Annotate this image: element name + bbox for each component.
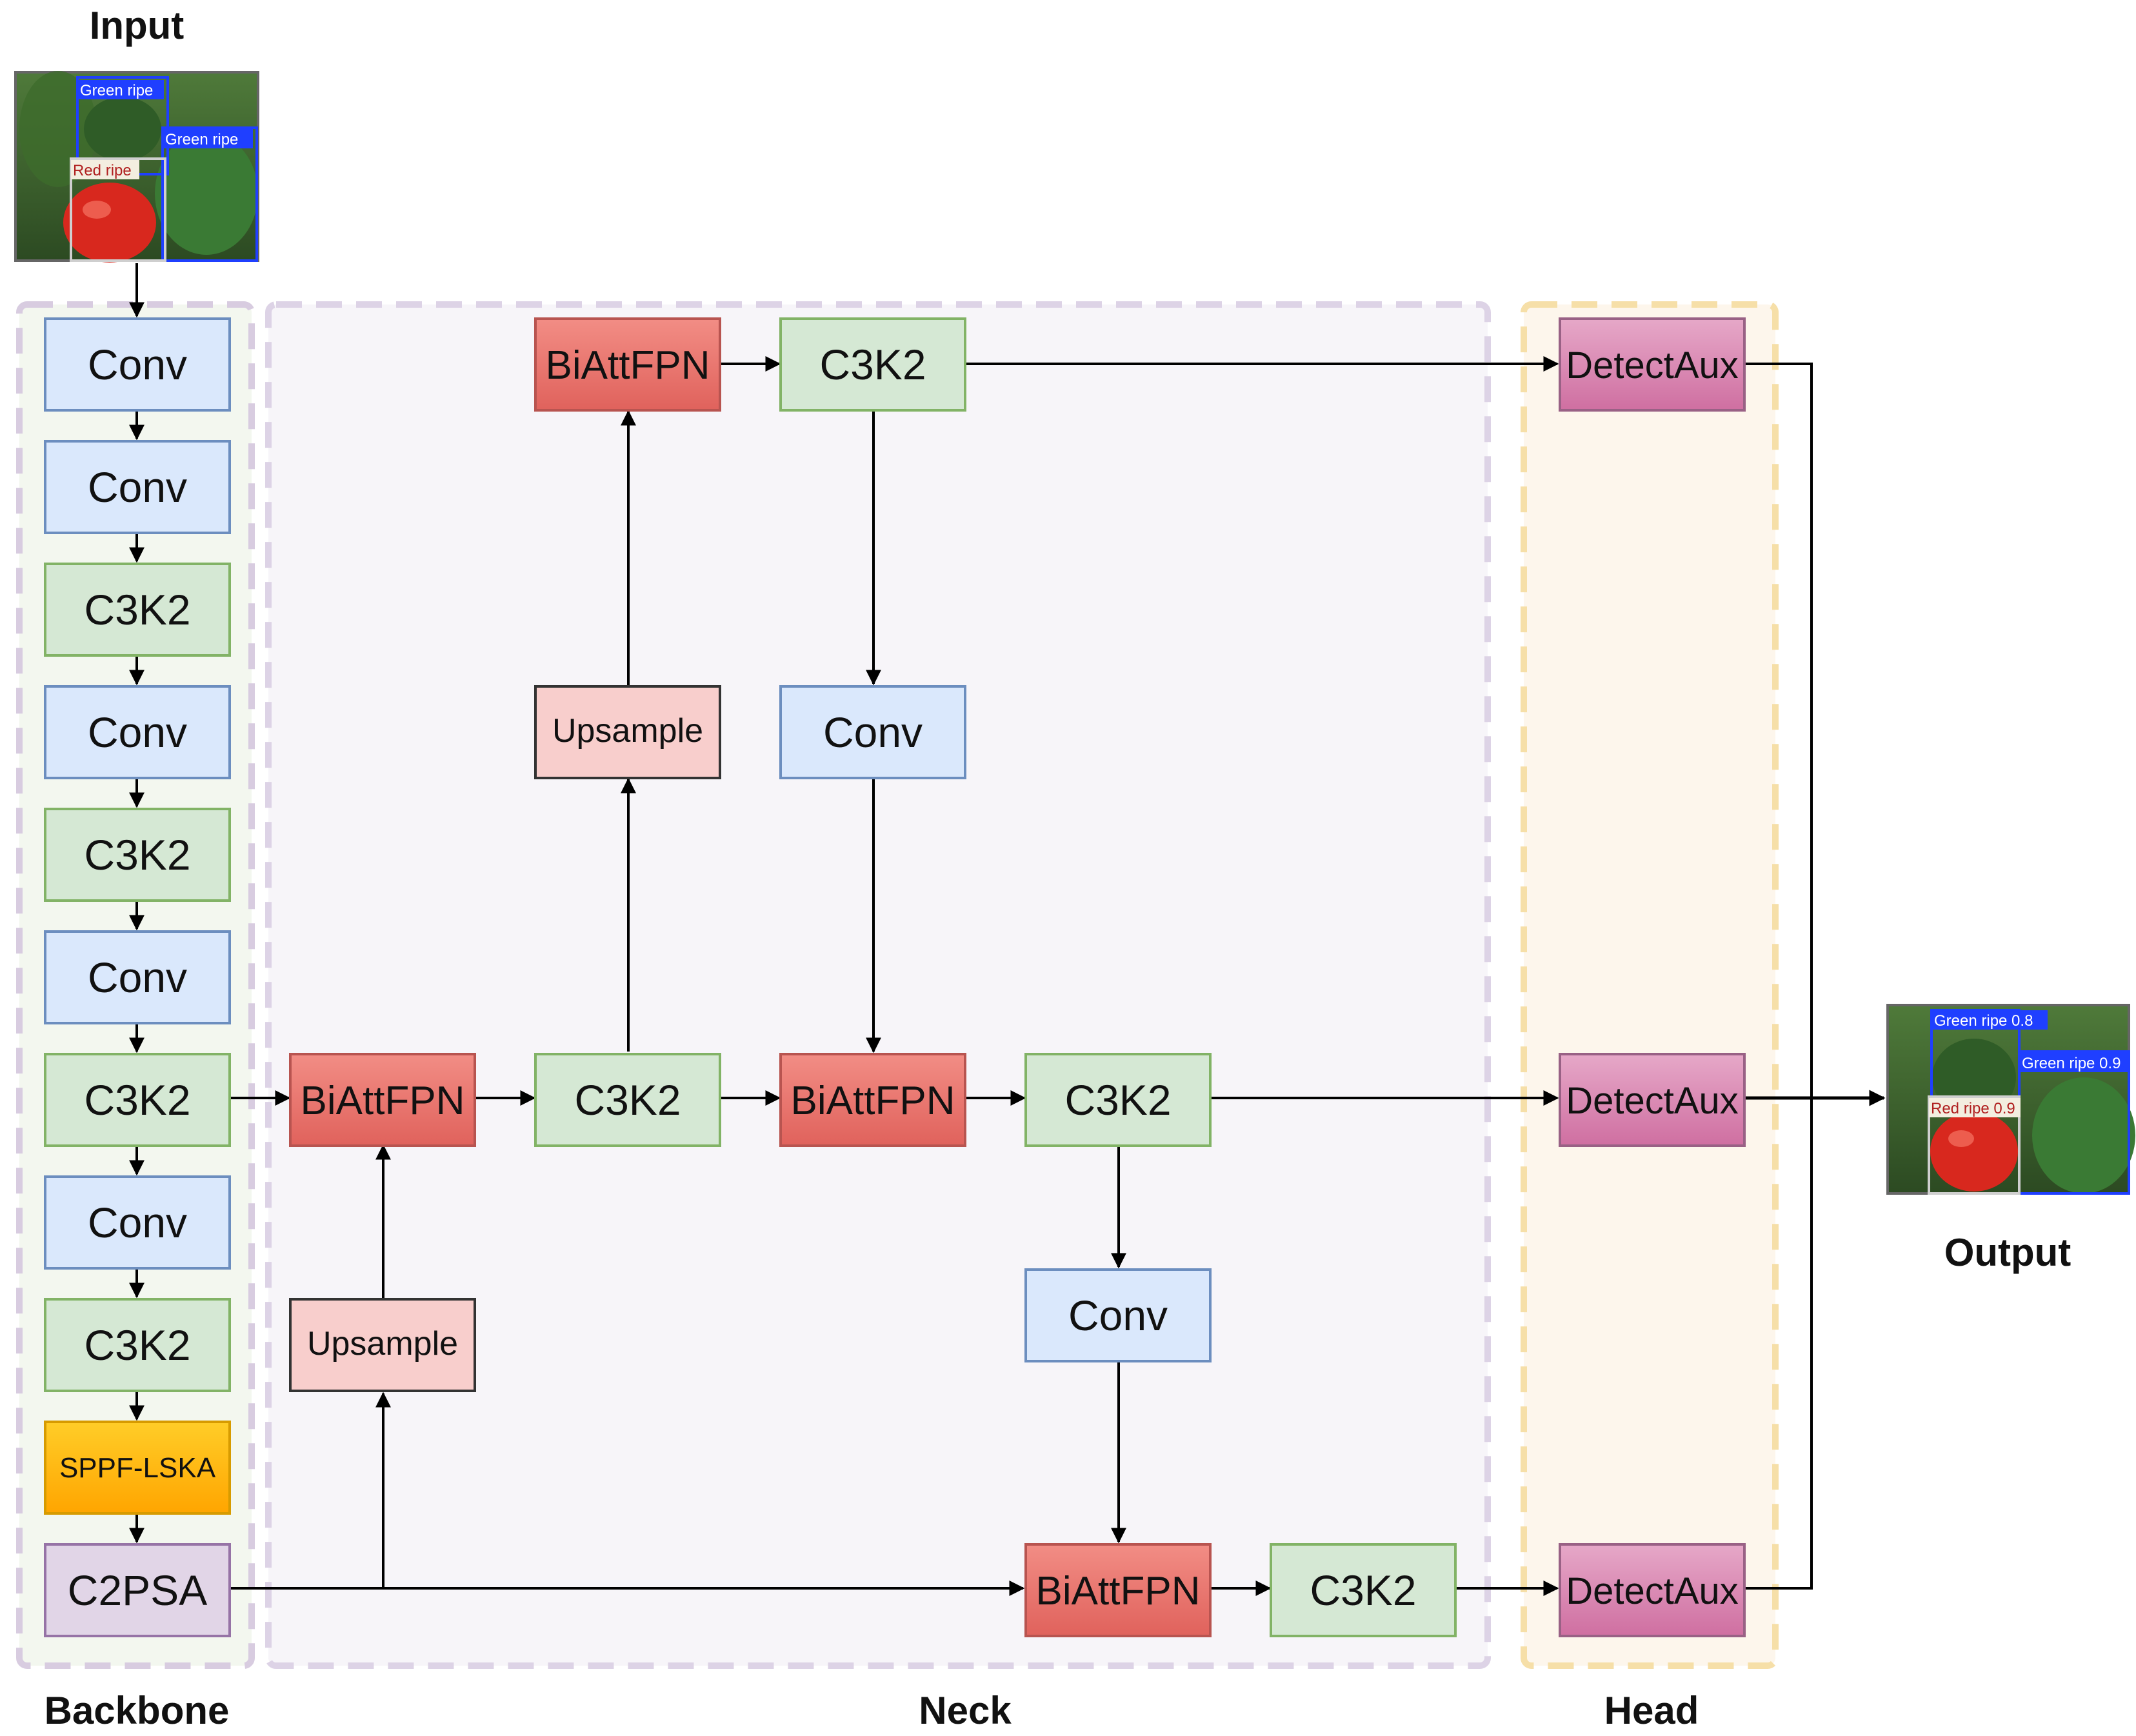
svg-text:C3K2: C3K2 — [1310, 1566, 1416, 1614]
svg-text:Conv: Conv — [88, 463, 187, 511]
svg-text:DetectAux: DetectAux — [1566, 1570, 1739, 1612]
backbone-c3k2-2: C3K2 — [44, 808, 231, 902]
svg-text:Conv: Conv — [88, 708, 187, 756]
head-detectaux-2: DetectAux — [1559, 1053, 1746, 1147]
output-box-label-3: Red ripe 0.9 — [1931, 1100, 2015, 1117]
neck-biattfpn-bottom: BiAttFPN — [1024, 1543, 1212, 1637]
svg-text:C2PSA: C2PSA — [68, 1566, 207, 1614]
neck-label: Neck — [919, 1689, 1012, 1732]
neck-biattfpn-mid-left: BiAttFPN — [289, 1053, 476, 1147]
backbone-conv-2: Conv — [44, 440, 231, 534]
head-detectaux-3: DetectAux — [1559, 1543, 1746, 1637]
neck-region — [265, 301, 1491, 1669]
neck-upsample-top: Upsample — [534, 685, 721, 779]
neck-biattfpn-mid-right: BiAttFPN — [779, 1053, 966, 1147]
input-box-label-2: Green ripe — [165, 131, 238, 148]
backbone-c3k2-4: C3K2 — [44, 1298, 231, 1392]
backbone-blocks: Conv Conv C3K2 Conv C3K2 Conv C3K2 Conv — [44, 317, 231, 1637]
svg-text:BiAttFPN: BiAttFPN — [546, 343, 710, 388]
neck-upsample-bottom: Upsample — [289, 1298, 476, 1392]
output-box-label-1: Green ripe 0.8 — [1934, 1012, 2033, 1030]
head-detectaux-1: DetectAux — [1559, 317, 1746, 412]
output-label: Output — [1944, 1231, 2071, 1274]
input-box-label-1: Green ripe — [80, 82, 153, 99]
svg-text:C3K2: C3K2 — [84, 831, 190, 879]
neck-c3k2-top: C3K2 — [779, 317, 966, 412]
svg-text:C3K2: C3K2 — [1064, 1076, 1171, 1124]
head-region — [1521, 301, 1779, 1669]
svg-text:C3K2: C3K2 — [84, 586, 190, 634]
svg-text:BiAttFPN: BiAttFPN — [1036, 1569, 1201, 1613]
input-box-label-3: Red ripe — [73, 162, 132, 179]
backbone-c3k2-1: C3K2 — [44, 563, 231, 657]
svg-text:Conv: Conv — [88, 341, 187, 388]
output-image: Green ripe 0.8 Green ripe 0.9 Red ripe 0… — [1886, 1004, 2135, 1195]
svg-text:BiAttFPN: BiAttFPN — [301, 1079, 465, 1123]
backbone-conv-3: Conv — [44, 685, 231, 779]
svg-text:Conv: Conv — [823, 708, 923, 756]
backbone-c2psa: C2PSA — [44, 1543, 231, 1637]
backbone-c3k2-3: C3K2 — [44, 1053, 231, 1147]
svg-text:Conv: Conv — [88, 953, 187, 1001]
svg-text:Conv: Conv — [88, 1199, 187, 1246]
svg-text:DetectAux: DetectAux — [1566, 1080, 1739, 1122]
neck-biattfpn-top: BiAttFPN — [534, 317, 721, 412]
backbone-sppf-lska: SPPF-LSKA — [44, 1421, 231, 1515]
svg-text:C3K2: C3K2 — [574, 1076, 681, 1124]
head-blocks: DetectAux DetectAux DetectAux — [1559, 317, 1746, 1637]
backbone-conv-5: Conv — [44, 1175, 231, 1270]
svg-text:C3K2: C3K2 — [84, 1076, 190, 1124]
svg-text:Upsample: Upsample — [307, 1325, 458, 1362]
neck-conv-top: Conv — [779, 685, 966, 779]
backbone-conv-1: Conv — [44, 317, 231, 412]
input-image: Green ripe Green ripe Red ripe — [14, 71, 259, 263]
neck-conv-bottom: Conv — [1024, 1268, 1212, 1362]
neck-c3k2-mid-left: C3K2 — [534, 1053, 721, 1147]
neck-c3k2-mid-right: C3K2 — [1024, 1053, 1212, 1147]
backbone-label: Backbone — [45, 1689, 230, 1732]
head-label: Head — [1604, 1689, 1699, 1732]
input-label: Input — [90, 4, 185, 47]
svg-text:BiAttFPN: BiAttFPN — [791, 1079, 955, 1123]
svg-text:Conv: Conv — [1068, 1292, 1168, 1339]
neck-c3k2-bottom: C3K2 — [1270, 1543, 1457, 1637]
svg-text:C3K2: C3K2 — [819, 341, 926, 388]
output-box-label-2: Green ripe 0.9 — [2022, 1055, 2121, 1072]
svg-text:DetectAux: DetectAux — [1566, 344, 1739, 386]
svg-text:Upsample: Upsample — [552, 712, 703, 750]
svg-text:SPPF-LSKA: SPPF-LSKA — [59, 1452, 216, 1484]
svg-text:C3K2: C3K2 — [84, 1321, 190, 1369]
backbone-conv-4: Conv — [44, 930, 231, 1024]
neck-blocks: BiAttFPN C3K2 Upsample Conv BiAttFPN C3K… — [289, 317, 1457, 1637]
